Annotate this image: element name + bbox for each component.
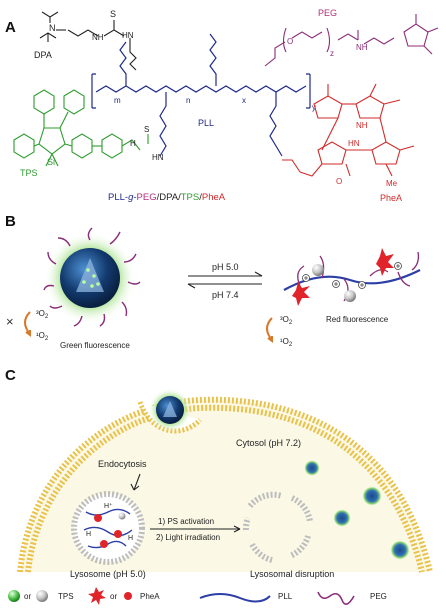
pll-y-subscript: y [312,103,316,112]
panel-c-label: C [5,367,16,384]
polymer-slash-1: / [157,192,160,203]
pll-n-subscript: n [186,96,190,105]
cytosol-micelles [304,460,410,560]
panel-a-label: A [5,19,16,36]
phea-me-label: Me [386,179,398,188]
polymer-slash-3: / [199,192,202,203]
dpa-nh-atom: NH [92,33,104,42]
dpa-hn-atom: HN [122,31,134,40]
cell-micelle [148,388,192,432]
endocytosis-label: Endocytosis [98,459,147,469]
phea-nh-atom: NH [356,121,368,130]
ph-neutral-label: pH 7.4 [212,290,239,300]
pll-m-subscript: m [114,96,121,105]
dpa-structure [39,11,137,71]
green-fluorescence-caption: Green fluorescence [60,341,130,350]
peg-label: PEG [318,8,337,18]
unfolded-chain [283,248,421,306]
legend-pll: PLL [278,592,293,601]
panel-b: B Gre [5,213,421,350]
legend-or-2: or [110,592,117,601]
o2-singlet-right: ¹O2 [280,337,293,348]
dpa-s-atom: S [110,9,116,19]
polymer-g: g [128,192,134,203]
tps-h-atom: H [130,139,136,148]
polymer-pll: PLL- [108,192,128,203]
phea-o-atom: O [336,177,342,186]
panel-a: A N NH S HN DPA [5,8,439,203]
cross-mark: × [6,314,14,329]
peg-o-atom: O [287,37,293,46]
peg-structure [264,14,439,67]
step-ps-activation: 1) PS activation [158,517,214,526]
endocytosis-arrow [130,473,141,491]
dpa-label: DPA [34,50,52,60]
legend-phea: PheA [140,592,160,601]
red-fluorescence-caption: Red fluorescence [326,315,389,324]
micelle [43,227,141,327]
polymer-slash-2: / [178,192,181,203]
pll-backbone [91,33,311,157]
polymer-name: PLL-g-PEG/DPA/TPS/PheA [108,192,226,203]
lysosome-h-plus: H⁺ [104,502,113,510]
legend-peg: PEG [370,592,387,601]
legend-grey-particle [36,590,48,602]
pll-label: PLL [198,118,214,128]
legend-peg-line [317,591,355,605]
lysosome [71,491,145,565]
equilibrium-arrows [187,271,263,289]
legend-or-1: or [24,592,31,601]
dpa-n-atom: N [49,23,56,33]
phea-structure [282,83,415,177]
legend-red-dot [124,592,132,600]
lysosome-h-2: H [128,535,133,542]
legend-red-star [88,587,106,605]
panel-c: C Cytosol (pH 7.2) Endocytosis [5,367,433,579]
disrupted-lysosome [242,491,313,563]
phea-hn-atom: HN [348,139,360,148]
lysosomal-disruption-label: Lysosomal disruption [250,569,334,579]
o2-arrow-blocked [24,311,31,337]
lysosome-h-1: H [86,531,91,538]
polymer-tps: TPS [181,192,199,203]
ph-acid-label: pH 5.0 [212,262,239,272]
pll-x-subscript: x [242,96,246,105]
peg-z-subscript: z [330,49,334,58]
process-arrow [150,525,241,533]
phea-label: PheA [380,193,402,203]
cytosol-label: Cytosol (pH 7.2) [236,438,301,448]
legend: or TPS or PheA PLL PEG [8,587,387,605]
o2-triplet-right: ³O2 [280,315,293,326]
lysosome-label: Lysosome (pH 5.0) [70,569,146,579]
legend-pll-line [199,593,271,603]
polymer-dash: - [133,192,136,203]
tps-label: TPS [20,168,38,178]
legend-tps: TPS [58,592,74,601]
peg-nh-atom: NH [356,43,368,52]
o2-arrow-active [266,317,273,343]
tps-hn-atom: HN [152,153,164,162]
polymer-phea: PheA [202,192,226,203]
legend-green-particle [8,590,20,602]
tps-si-atom: Si [47,157,55,167]
tps-structure [13,89,149,167]
o2-triplet-left: ³O2 [36,309,49,320]
step-light-irradiation: 2) Light irradiation [156,533,220,542]
o2-singlet-left: ¹O2 [36,331,49,342]
polymer-peg: PEG [137,192,157,203]
panel-b-label: B [5,213,16,230]
tps-s-atom: S [144,125,149,134]
polymer-dpa: DPA [159,192,178,203]
